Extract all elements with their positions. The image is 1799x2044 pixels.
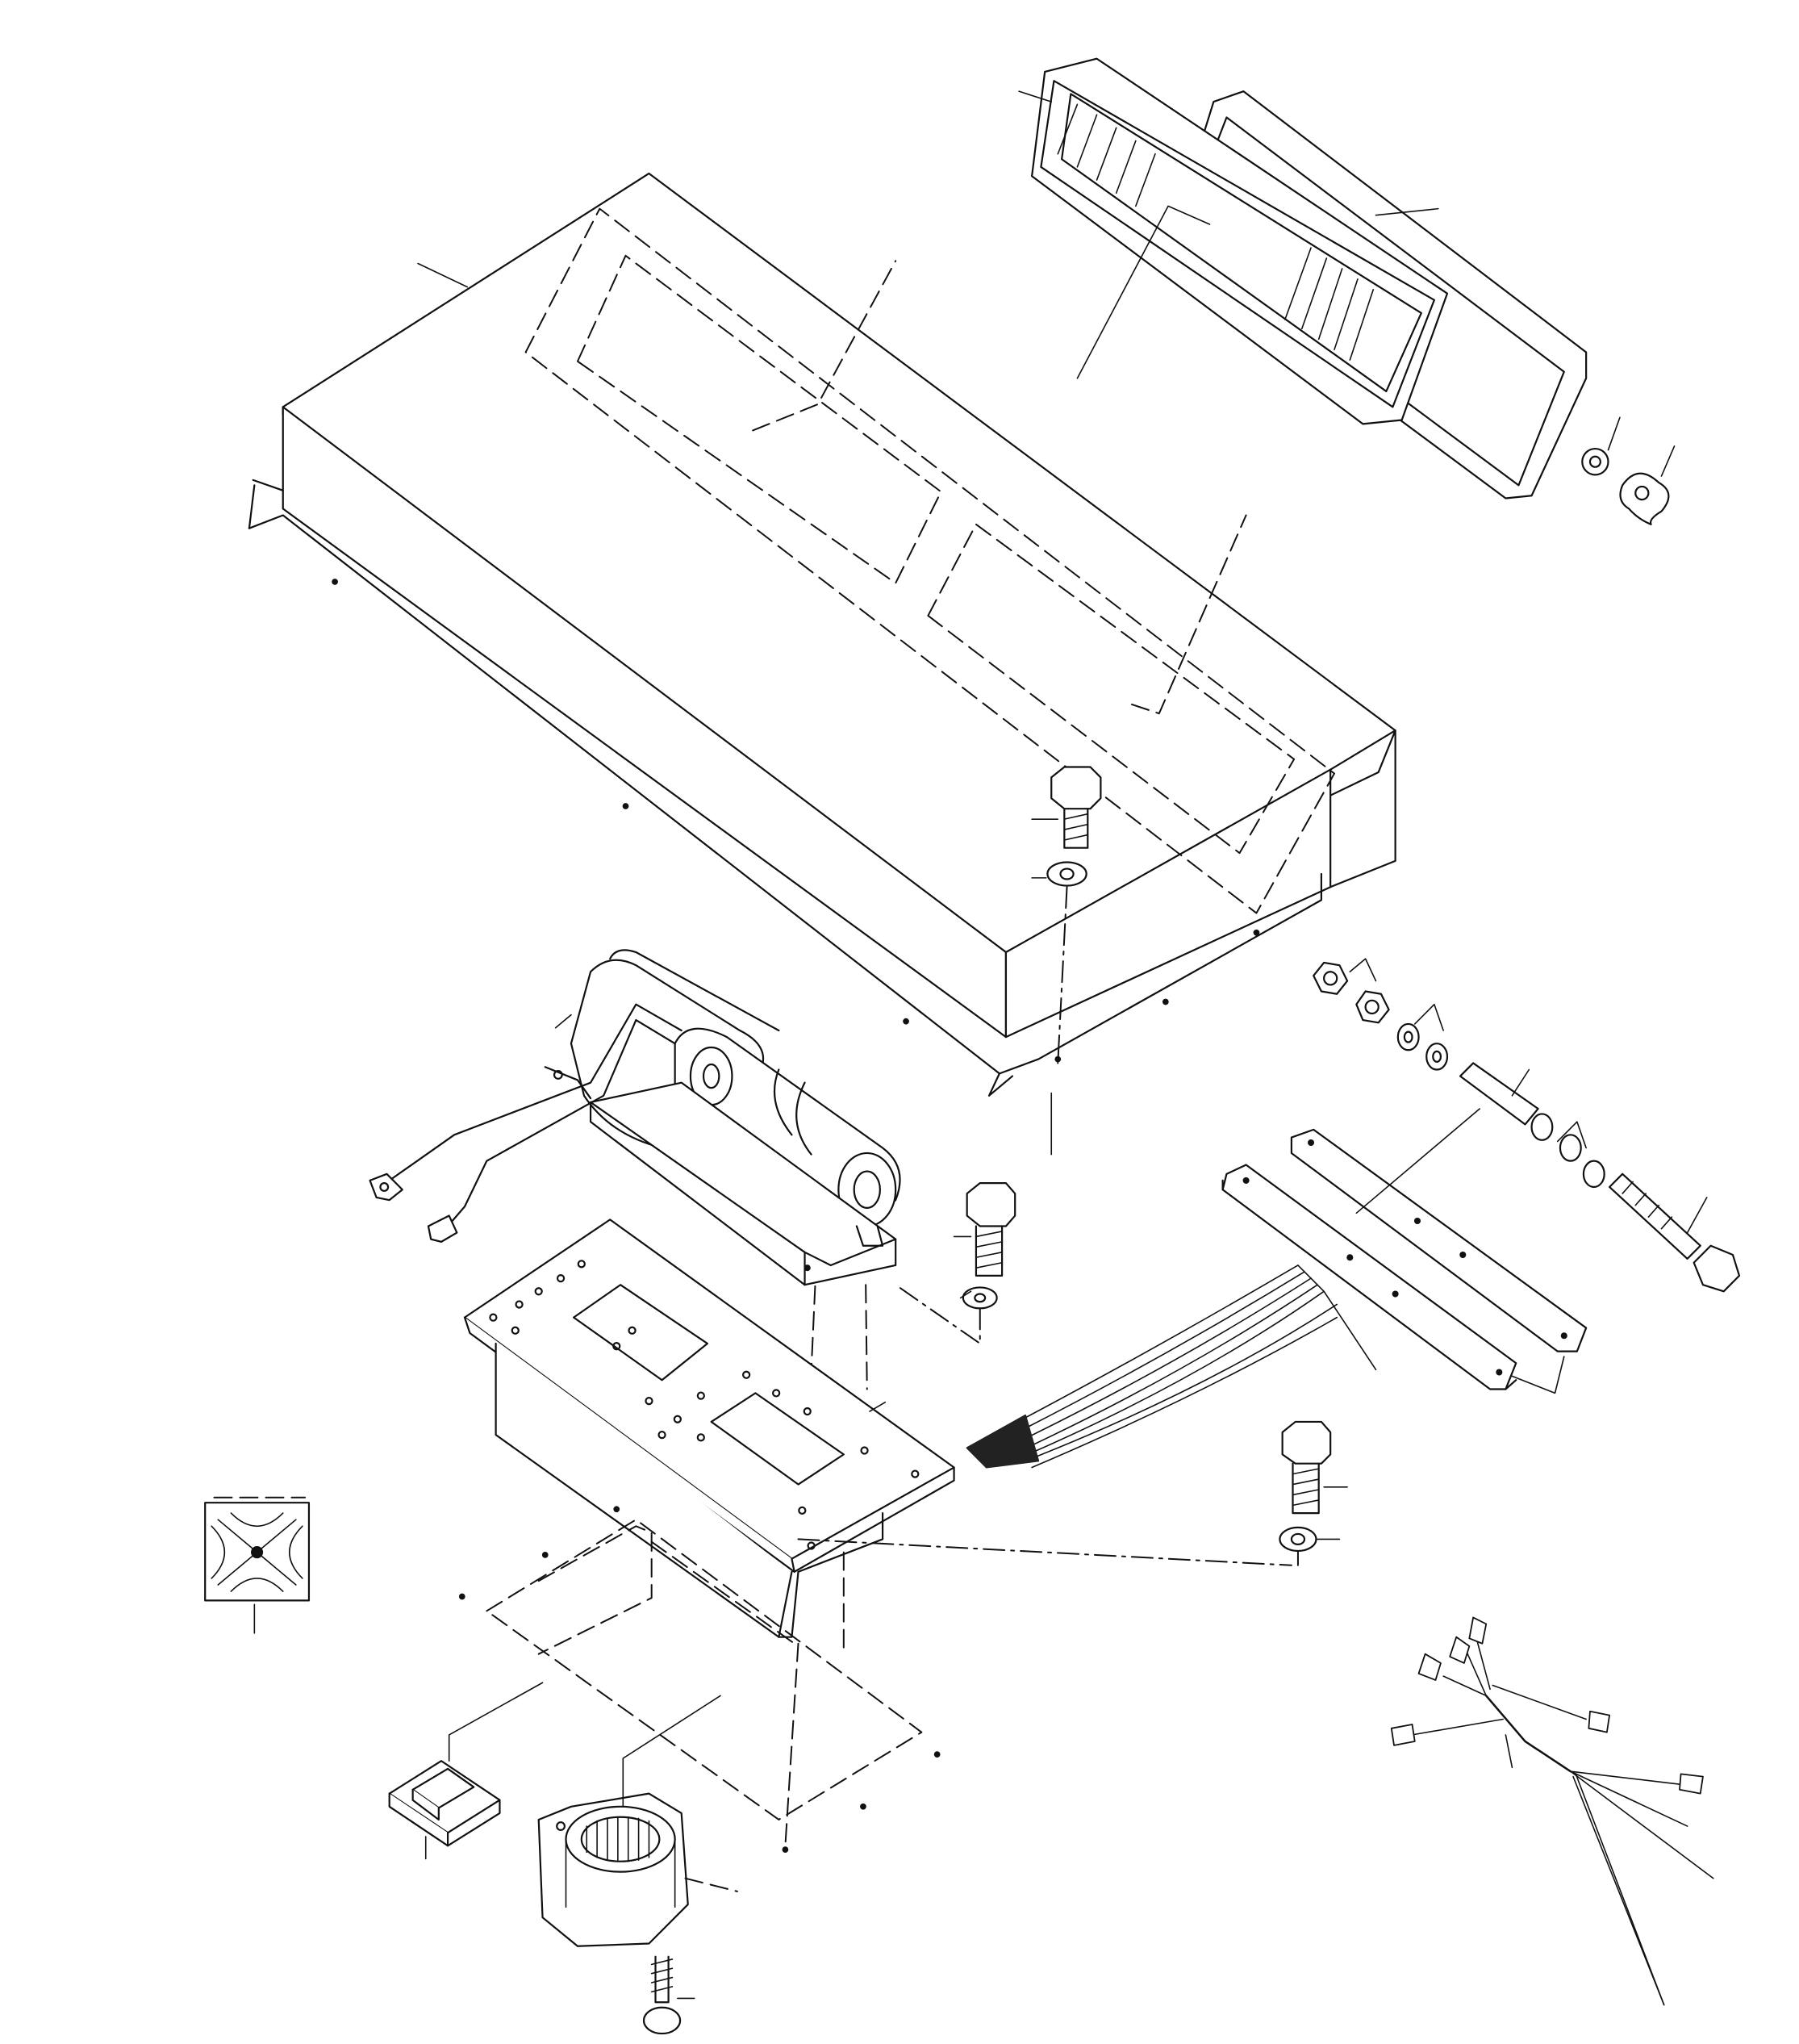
rocker-switch (390, 1682, 543, 1858)
blower-motor-assembly (545, 950, 900, 1513)
louver-grille (205, 1498, 309, 1633)
assembly-arrow (967, 1265, 1376, 1468)
hex-bolt-lower-right (1279, 1422, 1347, 1565)
washer-top (1582, 417, 1620, 474)
wiring-harness (1392, 1617, 1713, 2004)
round-vent-outlet (539, 1695, 737, 1946)
hex-bolt-center (1032, 767, 1100, 1154)
air-filter-front (1019, 59, 1447, 424)
hex-bolt-blower (895, 1183, 1015, 1344)
filter-leader (1077, 206, 1209, 378)
long-bolt-with-spacer (1460, 1063, 1739, 1291)
evaporator-housing-cover (249, 173, 1396, 1096)
nut-washer-set (1313, 959, 1604, 1187)
gasket-outline (458, 1506, 941, 1854)
wing-nut-top (1621, 446, 1675, 525)
mounting-plate (465, 1219, 1292, 1636)
wire-lead-connector (370, 1005, 682, 1242)
mounting-bracket-pair (1223, 1109, 1587, 1393)
tapping-screw (644, 1957, 695, 2034)
